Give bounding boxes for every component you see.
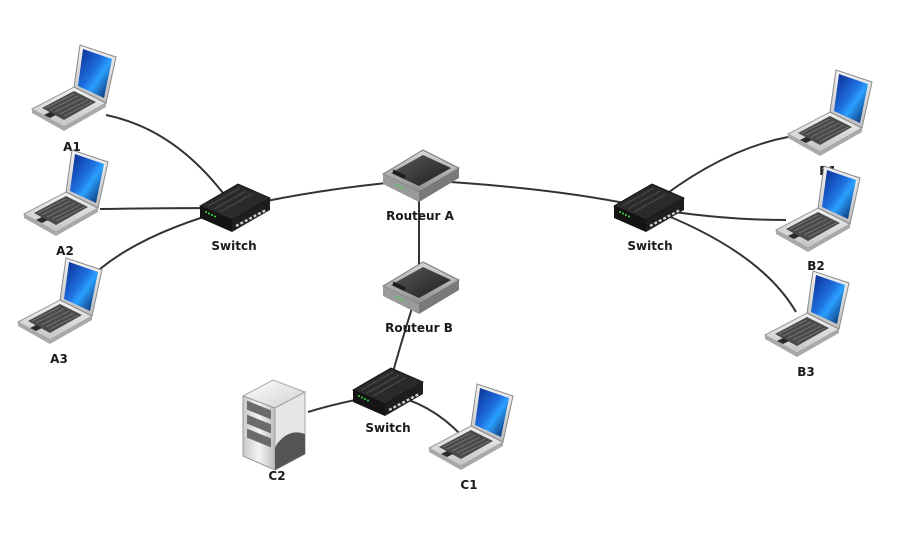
node-label-c2: C2 (268, 469, 285, 483)
node-routeur-b: Routeur B (382, 261, 460, 335)
node-label-a2: A2 (56, 244, 74, 258)
laptop-icon (775, 165, 861, 253)
router-icon (382, 149, 460, 203)
node-a1: A1 (31, 44, 117, 154)
node-label-routeur-a: Routeur A (386, 209, 455, 223)
laptop-icon (23, 149, 109, 237)
node-routeur-a: Routeur A (382, 149, 460, 223)
node-label-b2: B2 (807, 259, 825, 273)
node-b1: B1 (787, 69, 873, 178)
node-label-b3: B3 (797, 365, 815, 379)
node-label-switch-b: Switch (627, 239, 672, 253)
node-label-switch-a: Switch (211, 239, 256, 253)
laptop-icon (787, 69, 873, 157)
laptop-icon (31, 44, 117, 132)
laptop-icon (17, 257, 103, 345)
node-label-c1: C1 (460, 478, 477, 492)
node-label-a3: A3 (50, 352, 68, 366)
node-c2: C2 (242, 379, 306, 483)
laptop-icon (764, 270, 850, 358)
switch-icon (351, 366, 425, 418)
node-b3: B3 (764, 270, 850, 379)
router-icon (382, 261, 460, 315)
link-a1-switch-a (105, 114, 235, 209)
node-switch-b: Switch (612, 182, 686, 253)
laptop-icon (428, 383, 514, 471)
node-b2: B2 (775, 165, 861, 273)
switch-icon (198, 182, 272, 234)
switch-icon (612, 182, 686, 234)
link-routeur-a-switch-b (418, 179, 649, 209)
node-label-a1: A1 (63, 140, 81, 154)
node-label-switch-c: Switch (365, 421, 410, 435)
node-switch-a: Switch (198, 182, 272, 253)
link-switch-b-b3 (647, 207, 797, 313)
node-a2: A2 (23, 149, 109, 258)
server-icon (242, 379, 306, 471)
node-label-routeur-b: Routeur B (385, 321, 453, 335)
node-a3: A3 (17, 257, 103, 366)
node-switch-c: Switch (351, 366, 425, 435)
node-c1: C1 (428, 383, 514, 492)
